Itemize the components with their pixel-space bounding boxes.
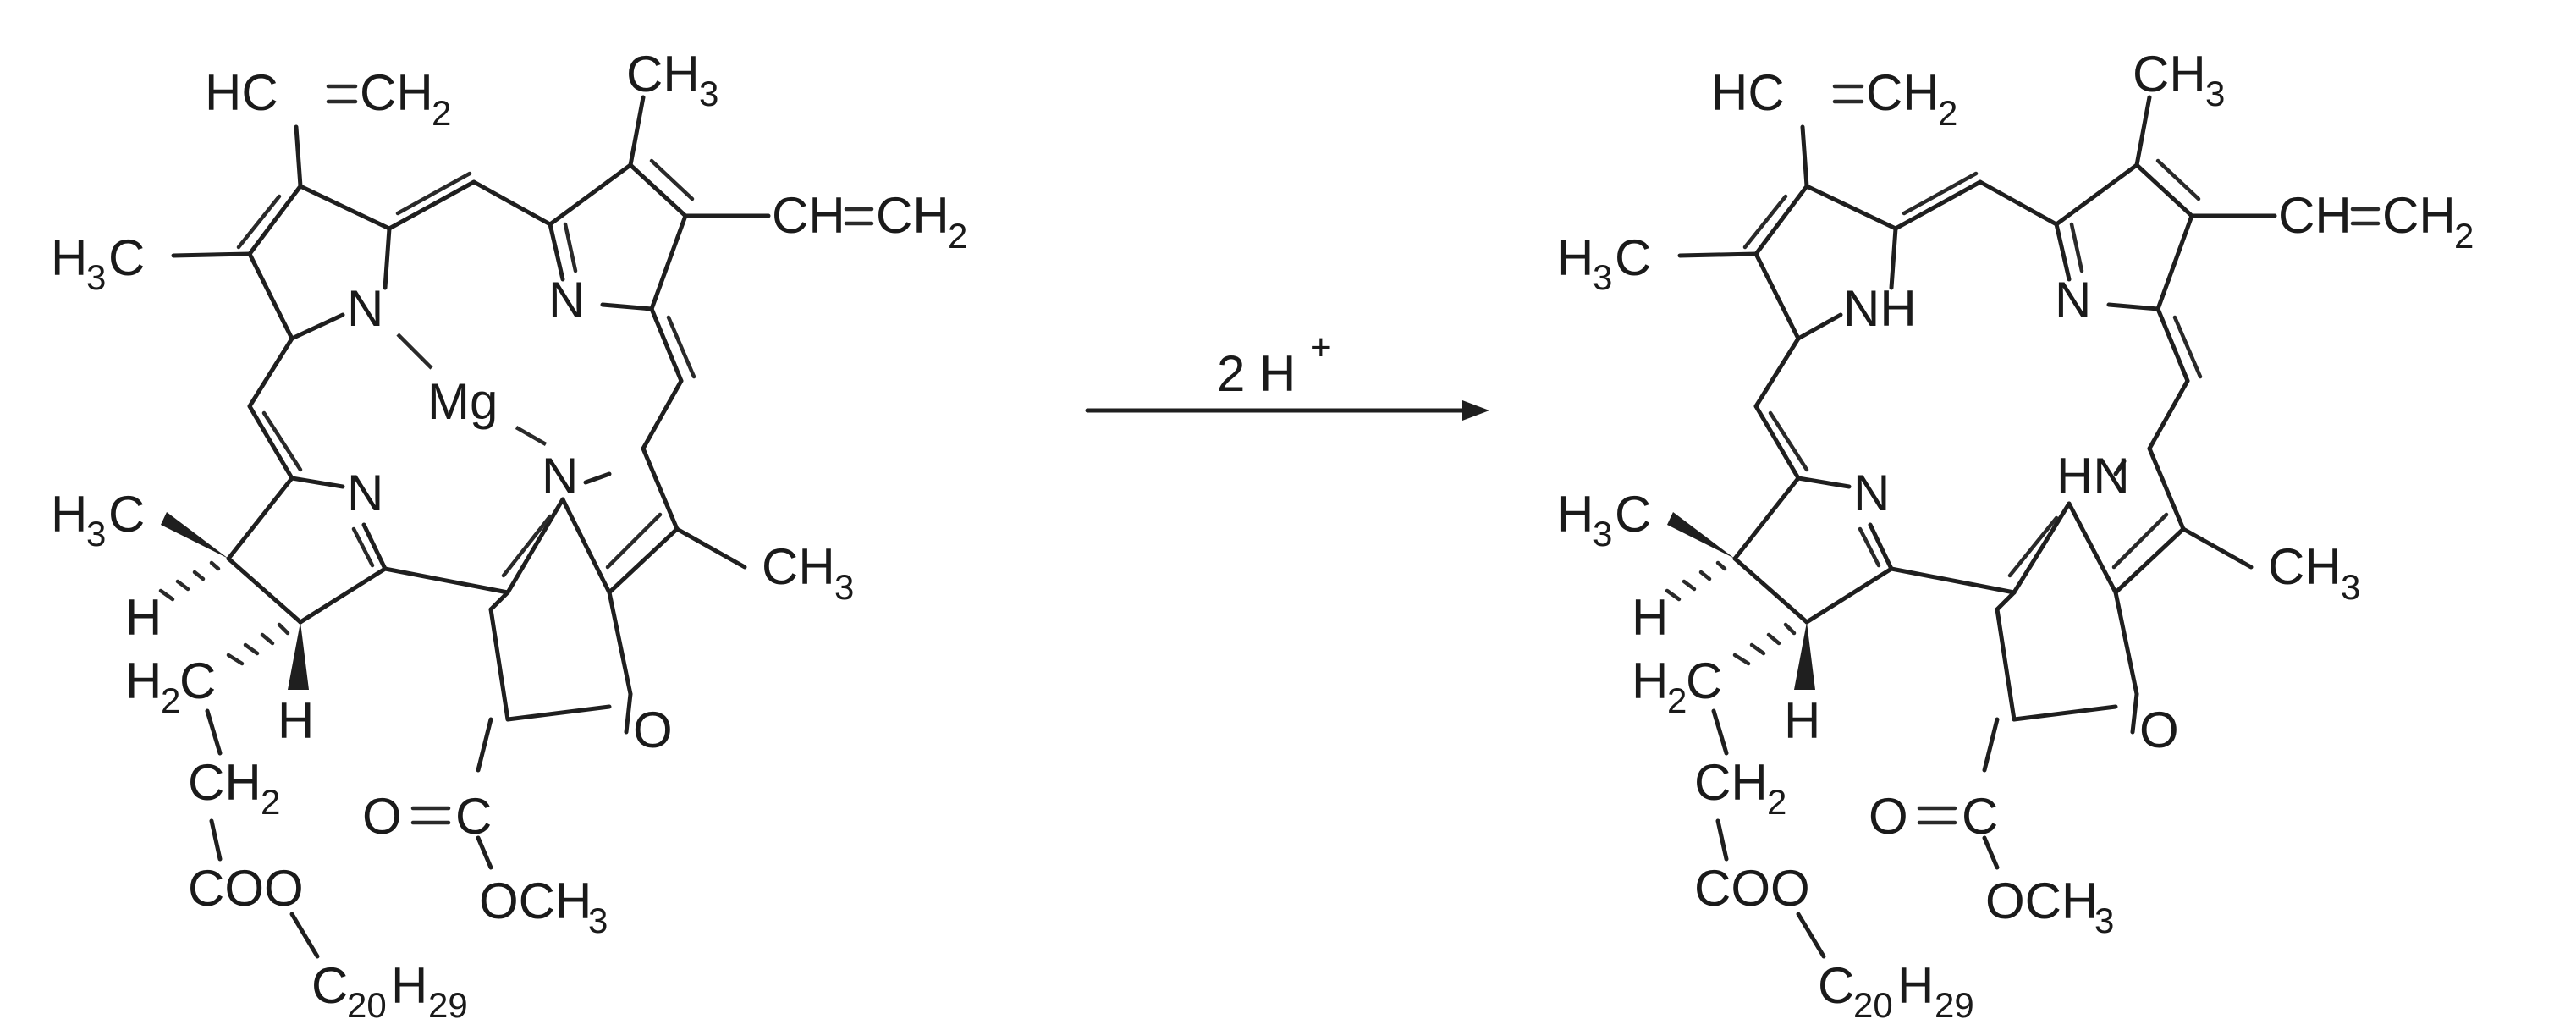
product-keto-o: O — [2139, 702, 2179, 758]
product-methyl-left-c: C — [1615, 229, 1651, 286]
product-ch2a-h: H — [1632, 653, 1668, 709]
reactant-ch2b-sub: 2 — [261, 782, 280, 822]
product-ring-a-nh: NH — [1843, 280, 1917, 337]
reactant-ring-c-n: N — [542, 448, 578, 504]
reactant-phytyl-h: H — [391, 957, 427, 1014]
product-vinyl-right-ch2: CH — [2382, 187, 2456, 244]
reactant-methyl-stereo-h: H — [51, 486, 87, 543]
reactant-chlorophyll: HC CH 2 CH 3 H 3 C CH CH 2 N N N N Mg H … — [51, 46, 967, 1025]
arrow-reagent: 2 H — [1217, 345, 1296, 402]
product-methyl-left-h: H — [1557, 229, 1593, 286]
reactant-methyl-left-sub: 3 — [86, 257, 106, 297]
product-vinyl-right-sub: 2 — [2454, 216, 2474, 256]
reactant-bonds — [158, 84, 874, 959]
reactant-keto-o: O — [633, 702, 673, 758]
product-vinyl-top-hc: HC — [1711, 64, 1785, 121]
reactant-ring-b-n: N — [548, 272, 585, 328]
product-labels: HC CH 2 CH 3 H 3 C CH CH 2 NH N HN N H 3… — [1557, 46, 2474, 1025]
arrow-reagent-charge: + — [1310, 327, 1332, 368]
product-phytyl-h-sub: 29 — [1935, 985, 1974, 1025]
reactant-methyl-top-sub: 3 — [699, 74, 718, 113]
reactant-coo: COO — [188, 860, 304, 917]
reactant-ch2a-sub: 2 — [161, 680, 180, 720]
reactant-ch2b-ch: CH — [188, 754, 261, 811]
reactant-vinyl-right-sub: 2 — [948, 216, 967, 256]
reactant-phytyl-c: C — [311, 957, 348, 1014]
product-ester-och-sub: 3 — [2094, 901, 2114, 940]
reactant-methyl-left-h: H — [51, 229, 87, 286]
product-vinyl-top-ch: CH — [1866, 64, 1940, 121]
reactant-h-hash: H — [125, 589, 162, 646]
product-phytyl-c: C — [1818, 957, 1854, 1014]
product-ester-och: OCH — [1985, 873, 2098, 929]
product-bonds — [1665, 84, 2381, 959]
reactant-metal-mg: Mg — [427, 373, 498, 430]
product-methyl-top-ch: CH — [2133, 46, 2206, 102]
reactant-ester-o: O — [362, 788, 402, 845]
product-ring-b-n: N — [2055, 272, 2091, 328]
reactant-ester-och-sub: 3 — [588, 901, 608, 940]
reactant-phytyl-h-sub: 29 — [428, 985, 468, 1025]
reactant-phytyl-c-sub: 20 — [347, 985, 387, 1025]
product-methyl-top-sub: 3 — [2205, 74, 2225, 113]
product-methyl-right-sub: 3 — [2341, 567, 2360, 607]
product-vinyl-top-sub: 2 — [1938, 93, 1957, 133]
product-ester-c: C — [1962, 788, 1998, 845]
product-coo: COO — [1694, 860, 1810, 917]
product-phytyl-h: H — [1897, 957, 1934, 1014]
product-pheophytin: HC CH 2 CH 3 H 3 C CH CH 2 NH N HN N H 3… — [1557, 46, 2474, 1025]
product-methyl-right-ch: CH — [2268, 538, 2342, 595]
reactant-ester-och: OCH — [479, 873, 592, 929]
product-methyl-left-sub: 3 — [1593, 257, 1612, 297]
reactant-ch2a-h: H — [125, 653, 162, 709]
reactant-vinyl-right-ch: CH — [772, 187, 845, 244]
reactant-vinyl-right-ch2: CH — [876, 187, 949, 244]
product-ch2b-ch: CH — [1694, 754, 1768, 811]
reactant-methyl-stereo-sub: 3 — [86, 514, 106, 554]
reactant-labels: HC CH 2 CH 3 H 3 C CH CH 2 N N N N Mg H … — [51, 46, 967, 1025]
reactant-methyl-right-ch: CH — [762, 538, 835, 595]
reactant-methyl-right-sub: 3 — [834, 567, 854, 607]
product-ch2a-sub: 2 — [1667, 680, 1687, 720]
reactant-vinyl-top-ch: CH — [360, 64, 433, 121]
reactant-h-wedge: H — [278, 692, 314, 749]
reactant-vinyl-top-sub: 2 — [432, 93, 451, 133]
reactant-methyl-top-ch: CH — [626, 46, 700, 102]
reactant-ester-c: C — [455, 788, 492, 845]
product-ring-d-n: N — [1853, 465, 1890, 521]
arrowhead — [1462, 400, 1489, 421]
product-phytyl-c-sub: 20 — [1853, 985, 1893, 1025]
reactant-methyl-left-c: C — [108, 229, 145, 286]
product-h-hash: H — [1632, 589, 1668, 646]
reactant-ring-a-n: N — [347, 280, 383, 337]
reactant-vinyl-top-hc: HC — [205, 64, 278, 121]
product-methyl-stereo-c: C — [1615, 486, 1651, 543]
product-h-wedge: H — [1784, 692, 1820, 749]
product-methyl-stereo-h: H — [1557, 486, 1593, 543]
reactant-ch2a-c: C — [179, 653, 216, 709]
reaction-arrow: 2 H + — [1085, 327, 1489, 421]
product-ch2b-sub: 2 — [1767, 782, 1786, 822]
product-ch2a-c: C — [1686, 653, 1722, 709]
product-methyl-stereo-sub: 3 — [1593, 514, 1612, 554]
product-ester-o: O — [1869, 788, 1908, 845]
reactant-ring-d-n: N — [347, 465, 383, 521]
product-ring-c-hn: HN — [2056, 448, 2130, 504]
reactant-methyl-stereo-c: C — [108, 486, 145, 543]
product-vinyl-right-ch: CH — [2278, 187, 2352, 244]
